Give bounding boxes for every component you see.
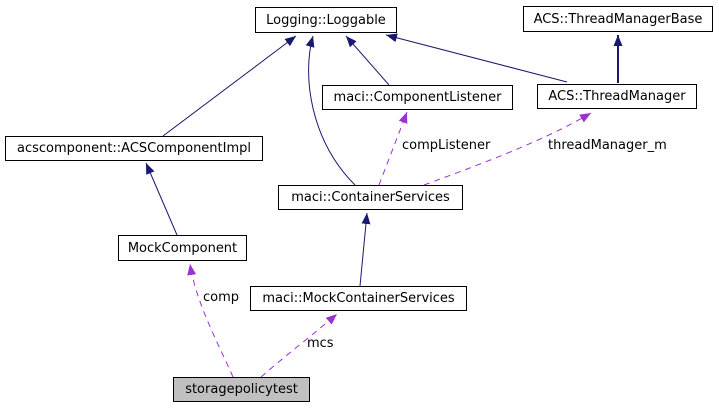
edge-label-comp: comp <box>203 290 240 305</box>
node-acs-threadmanager[interactable]: ACS::ThreadManager <box>537 84 697 109</box>
edge-threadmanager-to-loggable <box>385 33 568 83</box>
edge-usage-comp <box>187 263 234 378</box>
edge-containerservices-to-loggable <box>305 35 356 186</box>
edge-mockcomponent-to-acscomponentimpl <box>145 162 178 236</box>
edge-usage-complistener <box>378 111 408 186</box>
edge-mockcontainerservices-to-containerservices <box>359 212 371 287</box>
node-acscomponent-acscomponentimpl[interactable]: acscomponent::ACSComponentImpl <box>5 136 263 161</box>
node-maci-containerservices[interactable]: maci::ContainerServices <box>278 185 463 210</box>
edge-usage-mcs <box>260 313 338 378</box>
node-storagepolicytest-current[interactable]: storagepolicytest <box>173 377 310 402</box>
edge-acscomponentimpl-to-loggable <box>162 35 297 137</box>
edge-label-complistener: compListener <box>402 138 491 153</box>
node-maci-componentlistener[interactable]: maci::ComponentListener <box>322 85 513 110</box>
node-acs-threadmanagerbase[interactable]: ACS::ThreadManagerBase <box>523 6 713 32</box>
node-logging-loggable[interactable]: Logging::Loggable <box>255 7 397 33</box>
edge-label-mcs: mcs <box>307 336 334 351</box>
edge-componentlistener-to-loggable <box>345 35 390 86</box>
node-mockcomponent[interactable]: MockComponent <box>118 235 247 261</box>
edge-label-threadmanager-m: threadManager_m <box>548 138 667 153</box>
node-maci-mockcontainerservices[interactable]: maci::MockContainerServices <box>250 286 467 311</box>
